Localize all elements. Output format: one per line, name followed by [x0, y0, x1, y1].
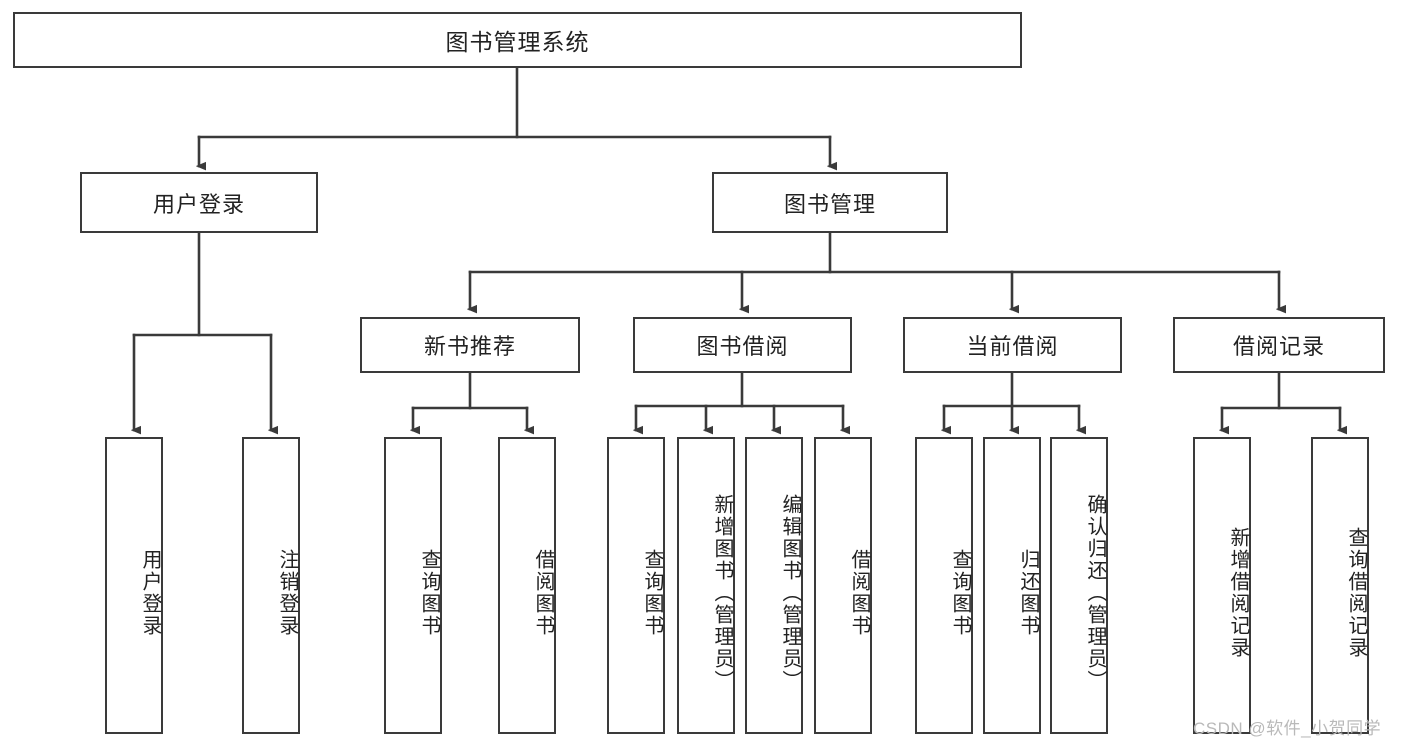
- node-root-system[interactable]: 图书管理系统: [13, 12, 1022, 68]
- node-label: 用户登录: [152, 191, 245, 217]
- node-label: 图书管理: [783, 191, 876, 217]
- node-label: 编辑图书（管理员）: [779, 493, 801, 692]
- node-label: 新增借阅记录: [1227, 526, 1249, 659]
- node-label: 查询图书: [641, 548, 663, 637]
- node-label: 查询图书: [949, 548, 971, 637]
- node-label: 新书推荐: [423, 334, 516, 359]
- node-label: 借阅图书: [532, 548, 554, 637]
- node-label: 用户登录: [139, 548, 161, 637]
- leaf-borrow-query-book[interactable]: 查询图书: [607, 437, 665, 734]
- leaf-user-logout[interactable]: 注销登录: [242, 437, 300, 734]
- leaf-current-confirm-return-admin[interactable]: 确认归还（管理员）: [1050, 437, 1108, 734]
- node-book-management[interactable]: 图书管理: [712, 172, 948, 233]
- leaf-user-login[interactable]: 用户登录: [105, 437, 163, 734]
- node-label: 借阅图书: [848, 548, 870, 637]
- leaf-borrow-add-book-admin[interactable]: 新增图书（管理员）: [677, 437, 735, 734]
- node-label: 图书借阅: [696, 334, 789, 359]
- node-label: 注销登录: [276, 548, 298, 637]
- node-user-login[interactable]: 用户登录: [80, 172, 318, 233]
- node-current-borrow[interactable]: 当前借阅: [903, 317, 1122, 373]
- leaf-borrow-borrow-book[interactable]: 借阅图书: [814, 437, 872, 734]
- node-label: 当前借阅: [966, 334, 1059, 359]
- node-label: 查询借阅记录: [1345, 526, 1367, 659]
- leaf-recommend-borrow-book[interactable]: 借阅图书: [498, 437, 556, 734]
- node-new-book-recommend[interactable]: 新书推荐: [360, 317, 580, 373]
- watermark-csdn: CSDN @软件_小贺同学: [1193, 719, 1382, 738]
- node-borrow-record[interactable]: 借阅记录: [1173, 317, 1385, 373]
- leaf-borrow-edit-book-admin[interactable]: 编辑图书（管理员）: [745, 437, 803, 734]
- leaf-current-query-book[interactable]: 查询图书: [915, 437, 973, 734]
- leaf-current-return-book[interactable]: 归还图书: [983, 437, 1041, 734]
- node-label: 查询图书: [418, 548, 440, 637]
- node-label: 归还图书: [1017, 548, 1039, 637]
- leaf-record-add-borrow-record[interactable]: 新增借阅记录: [1193, 437, 1251, 734]
- node-label: 借阅记录: [1232, 334, 1325, 359]
- node-book-borrow[interactable]: 图书借阅: [633, 317, 852, 373]
- leaf-record-query-borrow-record[interactable]: 查询借阅记录: [1311, 437, 1369, 734]
- leaf-recommend-query-book[interactable]: 查询图书: [384, 437, 442, 734]
- node-label: 图书管理系统: [445, 29, 590, 55]
- node-label: 确认归还（管理员）: [1084, 493, 1106, 692]
- node-label: 新增图书（管理员）: [711, 493, 733, 692]
